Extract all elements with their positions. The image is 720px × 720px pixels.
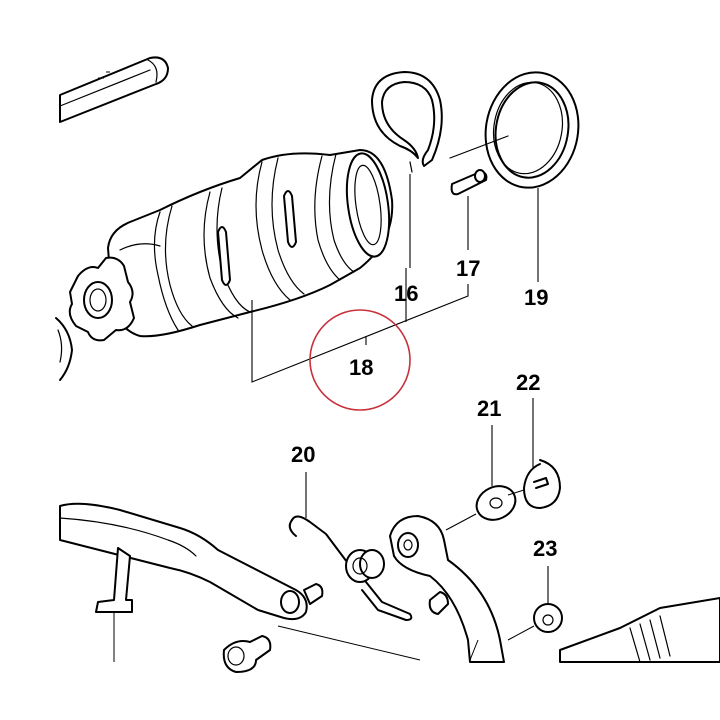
circlip-part — [371, 71, 443, 173]
screw-part — [222, 625, 421, 673]
callout-18: 18 — [349, 355, 373, 380]
leader-lines-bottom — [305, 398, 549, 604]
o-ring-part — [484, 71, 580, 189]
shaft-fragment — [59, 56, 169, 123]
lever-arm-part — [59, 502, 324, 662]
bottom-right-gear-shaft — [559, 597, 720, 663]
gear-sleeve-assembly — [68, 149, 394, 342]
pin-part — [449, 135, 509, 196]
callout-20: 20 — [291, 442, 315, 467]
leader-lines-top — [251, 174, 539, 383]
bushing-part — [507, 603, 563, 641]
callout-21: 21 — [477, 396, 501, 421]
callout-22: 22 — [516, 370, 540, 395]
lever-plate-part — [389, 515, 505, 663]
callout-23: 23 — [533, 536, 557, 561]
callout-19: 19 — [524, 285, 548, 310]
callout-16: 16 — [394, 281, 418, 306]
callout-17: 17 — [456, 256, 480, 281]
washer-part — [445, 485, 517, 531]
e-clip-part — [507, 459, 561, 509]
torsion-spring-part — [288, 515, 413, 621]
highlight-circle — [309, 309, 411, 411]
left-edge-bracket — [55, 317, 73, 381]
